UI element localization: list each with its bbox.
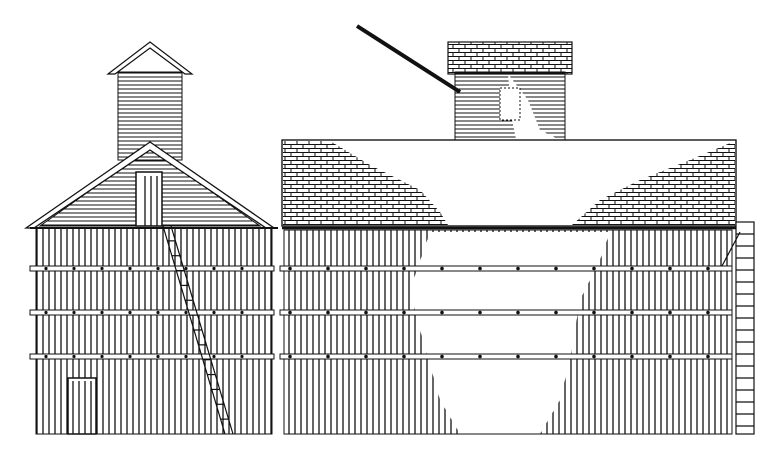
side-ladder	[721, 221, 755, 435]
bolt	[668, 266, 672, 271]
bolt	[706, 310, 710, 315]
roof-monitor	[355, 24, 573, 159]
side-wall	[283, 229, 733, 435]
bolt	[364, 310, 368, 315]
bolt	[72, 266, 76, 271]
bolt	[592, 310, 596, 315]
bolt	[128, 310, 132, 315]
bolt	[212, 354, 216, 359]
bolt	[440, 310, 444, 315]
bolt	[240, 310, 244, 315]
end-ladder	[162, 225, 234, 435]
bolt	[156, 354, 160, 359]
bolt	[478, 354, 482, 359]
bolt	[288, 310, 292, 315]
bolt	[516, 310, 520, 315]
bolt	[630, 266, 634, 271]
bolt	[44, 354, 48, 359]
bolt	[184, 266, 188, 271]
bolt	[288, 266, 292, 271]
ground-door	[67, 377, 97, 435]
bolt	[326, 310, 330, 315]
side-elevation	[279, 24, 755, 435]
bolt	[478, 266, 482, 271]
main-roof	[281, 139, 742, 230]
bolt	[326, 266, 330, 271]
bolt	[364, 266, 368, 271]
bolt	[402, 266, 406, 271]
bolt	[72, 354, 76, 359]
bolt	[440, 354, 444, 359]
bolt	[706, 354, 710, 359]
bolt	[156, 266, 160, 271]
bolt	[240, 354, 244, 359]
bolt	[240, 266, 244, 271]
bolt	[554, 310, 558, 315]
bolt	[630, 354, 634, 359]
side-girt-bolts	[288, 266, 710, 359]
bolt	[184, 354, 188, 359]
bolt	[326, 354, 330, 359]
bolt	[100, 266, 104, 271]
bolt	[668, 310, 672, 315]
bolt	[706, 266, 710, 271]
bolt	[72, 310, 76, 315]
bolt	[440, 266, 444, 271]
bolt	[402, 310, 406, 315]
bolt	[364, 354, 368, 359]
end-elevation	[23, 41, 278, 435]
bolt	[554, 354, 558, 359]
bolt	[44, 266, 48, 271]
bolt	[592, 354, 596, 359]
bolt	[630, 310, 634, 315]
bolt	[668, 354, 672, 359]
end-girts	[29, 265, 275, 360]
bolt	[184, 310, 188, 315]
bolt	[402, 354, 406, 359]
bolt	[128, 354, 132, 359]
bolt	[554, 266, 558, 271]
bolt	[478, 310, 482, 315]
bolt	[44, 310, 48, 315]
side-girts	[279, 265, 733, 360]
bolt	[100, 310, 104, 315]
bolt	[516, 266, 520, 271]
bolt	[212, 266, 216, 271]
bolt	[156, 310, 160, 315]
bolt	[128, 266, 132, 271]
end-girt-bolts	[44, 266, 244, 359]
bolt	[516, 354, 520, 359]
bolt	[212, 310, 216, 315]
bolt	[100, 354, 104, 359]
bolt	[288, 354, 292, 359]
bolt	[592, 266, 596, 271]
